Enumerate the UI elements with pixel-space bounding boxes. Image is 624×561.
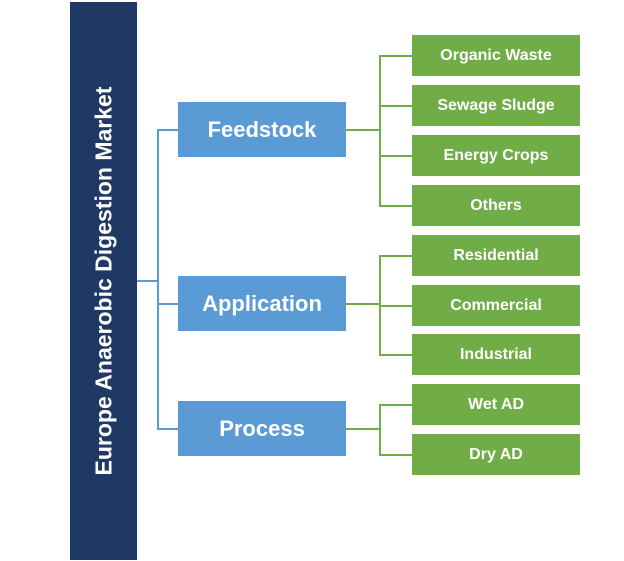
connector-feedstock [157, 129, 178, 131]
category-label: Feedstock [207, 116, 317, 142]
connector-leaf [379, 205, 412, 207]
leaf-label: Commercial [450, 296, 542, 314]
leaf-dry-ad: Dry AD [412, 434, 580, 475]
leaf-commercial: Commercial [412, 285, 580, 326]
process-stem [346, 428, 380, 430]
connector-leaf [379, 404, 412, 406]
leaf-label: Wet AD [468, 395, 524, 413]
leaf-label: Dry AD [469, 445, 523, 463]
connector-leaf [379, 354, 412, 356]
leaf-label: Industrial [459, 345, 532, 363]
leaf-label: Sewage Sludge [437, 96, 555, 114]
connector-leaf [379, 255, 412, 257]
leaf-label: Others [470, 196, 522, 214]
leaf-organic-waste: Organic Waste [412, 35, 580, 76]
category-label: Process [219, 415, 305, 441]
connector-leaf [379, 105, 412, 107]
application-stem [346, 303, 380, 305]
leaf-label: Energy Crops [443, 146, 549, 164]
leaf-sewage-sludge: Sewage Sludge [412, 85, 580, 126]
connector-leaf [379, 454, 412, 456]
root-node: Europe Anaerobic Digestion Market [70, 2, 137, 560]
connector-application [157, 303, 178, 305]
leaf-energy-crops: Energy Crops [412, 135, 580, 176]
category-process: Process [178, 401, 346, 456]
leaf-label: Organic Waste [440, 46, 552, 64]
category-feedstock: Feedstock [178, 102, 346, 157]
category-application: Application [178, 276, 346, 331]
connector-leaf [379, 155, 412, 157]
leaf-others: Others [412, 185, 580, 226]
connector-process [157, 428, 178, 430]
connector-leaf [379, 55, 412, 57]
leaf-label: Residential [453, 246, 539, 264]
root-label: Europe Anaerobic Digestion Market [90, 86, 116, 476]
connector-leaf [379, 305, 412, 307]
root-connector-horizontal [137, 280, 158, 282]
process-vertical [379, 404, 381, 455]
category-connector-vertical [157, 129, 159, 429]
feedstock-vertical [379, 55, 381, 206]
category-label: Application [202, 290, 322, 316]
leaf-wet-ad: Wet AD [412, 384, 580, 425]
leaf-residential: Residential [412, 235, 580, 276]
feedstock-stem [346, 129, 380, 131]
leaf-industrial: Industrial [412, 334, 580, 375]
